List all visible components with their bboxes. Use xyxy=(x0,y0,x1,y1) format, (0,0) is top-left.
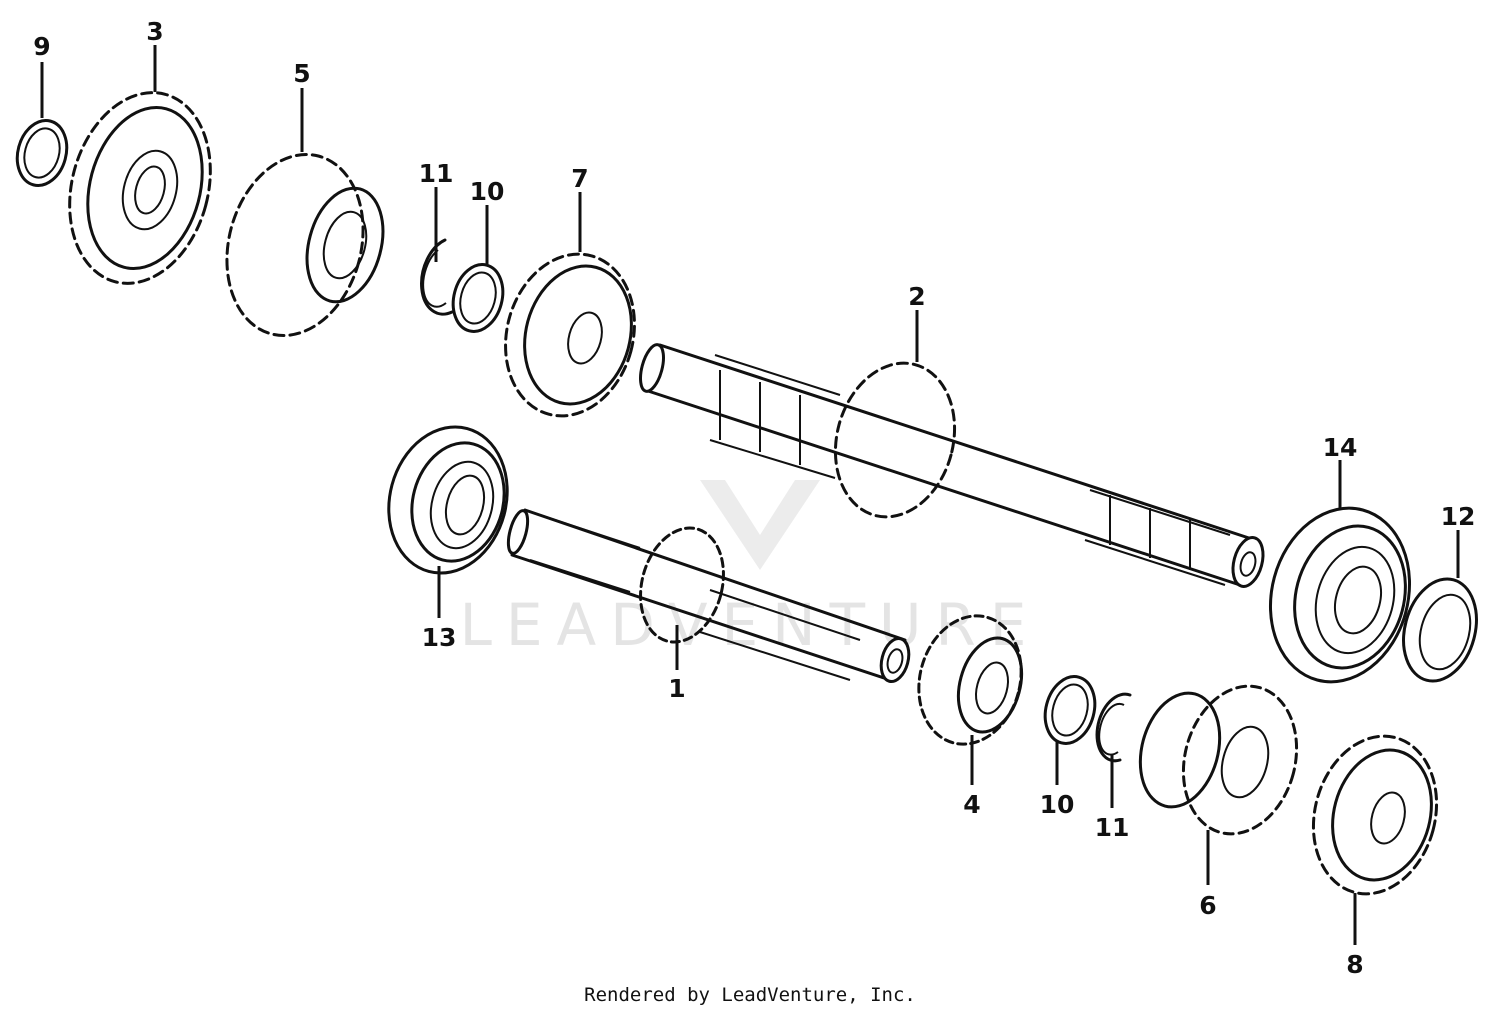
callout-3[interactable]: 3 xyxy=(146,17,163,46)
callout-4[interactable]: 4 xyxy=(963,790,980,819)
part-7-gear[interactable] xyxy=(488,239,652,430)
callout-14[interactable]: 14 xyxy=(1323,433,1358,462)
part-13-bearing[interactable] xyxy=(373,414,523,587)
part-5-gear[interactable] xyxy=(207,139,394,351)
callout-10-upper[interactable]: 10 xyxy=(470,177,505,206)
callout-11-upper[interactable]: 11 xyxy=(419,159,454,188)
part-2-countershaft[interactable] xyxy=(636,342,1268,590)
part-9-washer[interactable] xyxy=(10,115,73,191)
part-11-circlip-lower[interactable] xyxy=(1095,692,1132,763)
callout-13[interactable]: 13 xyxy=(422,623,457,652)
callout-12[interactable]: 12 xyxy=(1441,502,1476,531)
part-4-gear[interactable] xyxy=(905,604,1035,755)
callout-1[interactable]: 1 xyxy=(668,674,685,703)
part-1-mainshaft[interactable] xyxy=(505,508,914,685)
callout-7[interactable]: 7 xyxy=(571,164,588,193)
callout-8[interactable]: 8 xyxy=(1346,950,1363,979)
callout-5[interactable]: 5 xyxy=(293,59,310,88)
callout-9[interactable]: 9 xyxy=(33,32,50,61)
callout-2[interactable]: 2 xyxy=(908,282,925,311)
callout-11-lower[interactable]: 11 xyxy=(1095,813,1130,842)
watermark-logo-icon xyxy=(700,480,820,570)
part-11-circlip-upper[interactable] xyxy=(420,238,454,316)
render-credit: Rendered by LeadVenture, Inc. xyxy=(584,984,916,1006)
watermark-text: LEADVENTURE xyxy=(460,591,1041,659)
part-3-gear[interactable] xyxy=(49,77,231,300)
leader-lines xyxy=(40,45,1460,945)
part-10-washer-upper[interactable] xyxy=(446,259,510,337)
part-10-washer-lower[interactable] xyxy=(1038,671,1102,749)
watermark: LEADVENTURE xyxy=(460,480,1041,659)
callout-10-lower[interactable]: 10 xyxy=(1040,790,1075,819)
part-12-oil-seal[interactable] xyxy=(1393,571,1488,690)
part-14-bearing[interactable] xyxy=(1252,492,1429,697)
callout-6[interactable]: 6 xyxy=(1199,891,1216,920)
part-6-gear[interactable] xyxy=(1128,673,1312,846)
callouts: 9 3 5 11 10 7 2 14 12 13 1 4 10 11 6 8 xyxy=(33,17,1475,979)
part-8-gear[interactable] xyxy=(1296,722,1453,908)
